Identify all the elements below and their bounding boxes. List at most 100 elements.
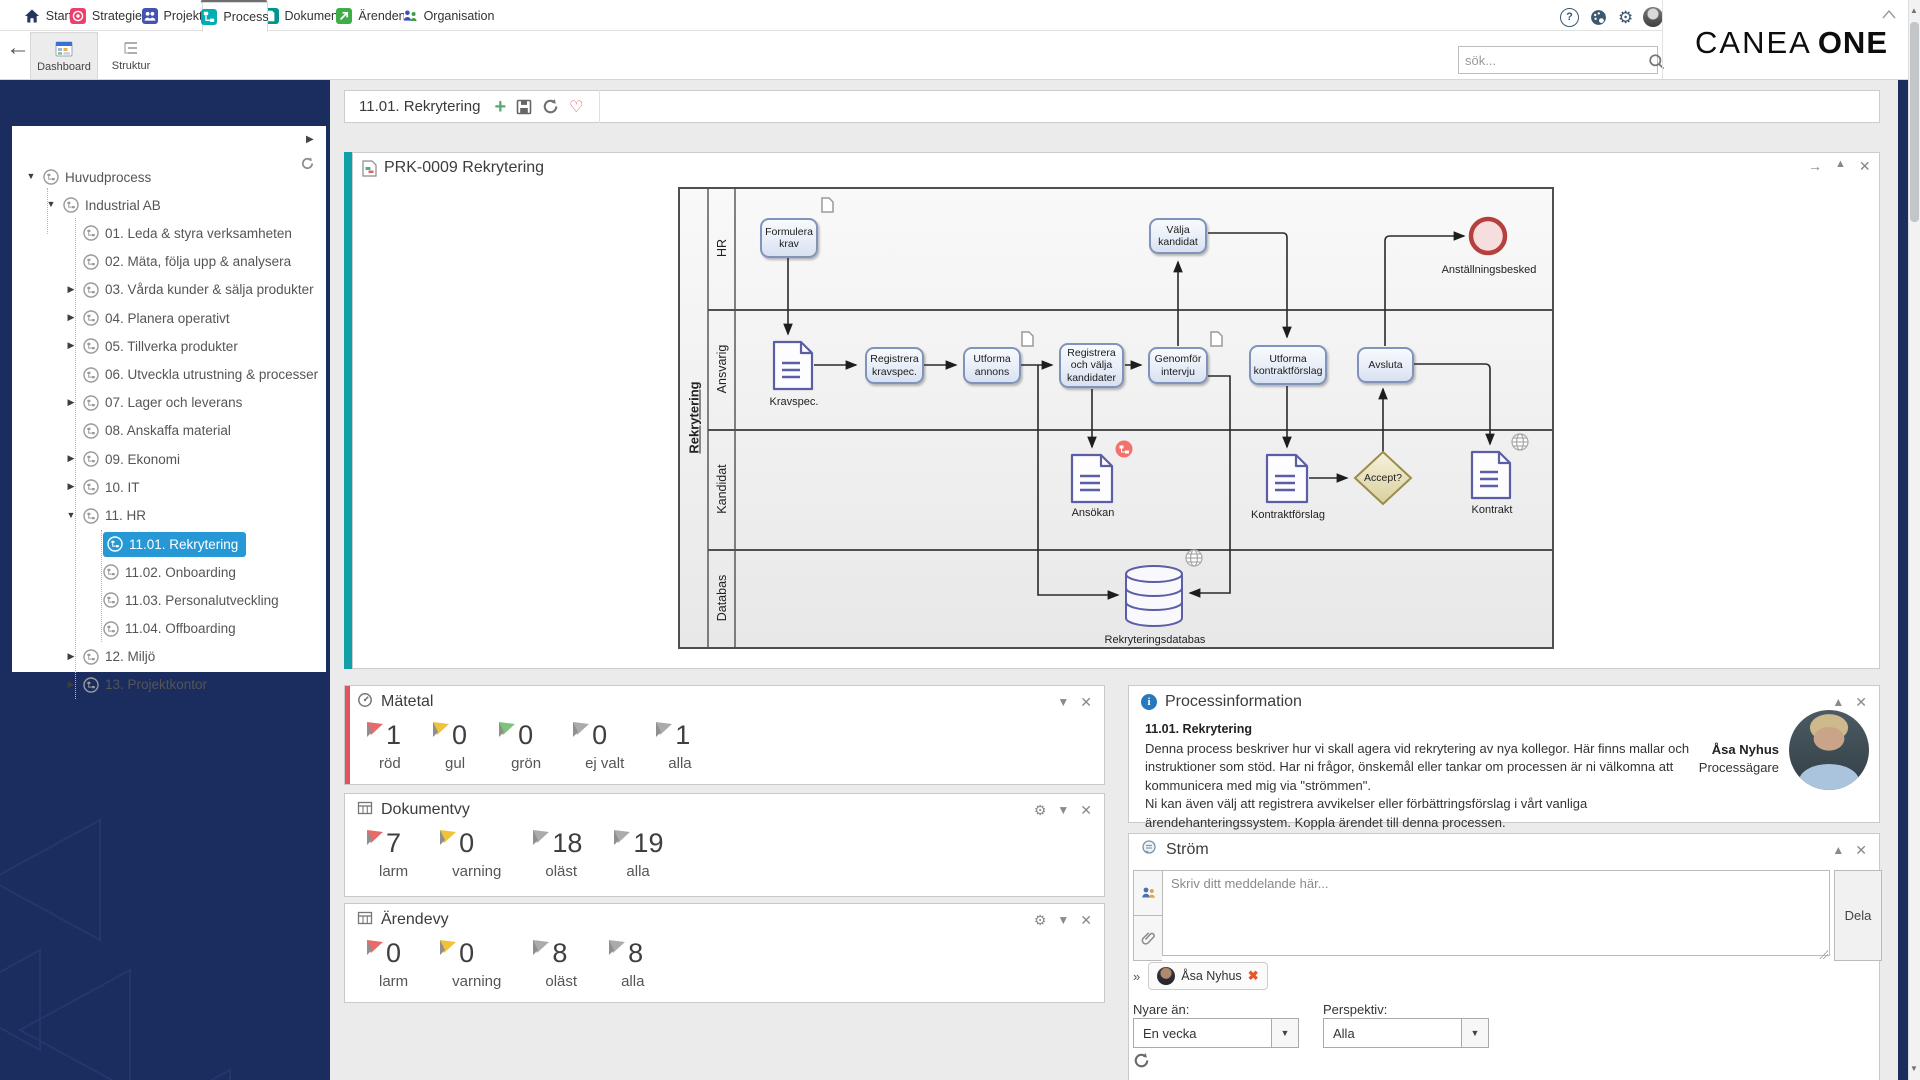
stat-alla[interactable]: 1alla: [654, 722, 691, 772]
collapse-panel-icon[interactable]: ▼: [1057, 913, 1069, 927]
tree-collapse-icon[interactable]: ▼: [65, 510, 77, 520]
tab-projekt[interactable]: Projekt: [142, 2, 202, 30]
perspective-dropdown[interactable]: Alla ▼: [1323, 1018, 1489, 1048]
tree-expand-icon[interactable]: ▶: [65, 679, 77, 690]
message-input[interactable]: [1162, 870, 1830, 956]
stat-oläst[interactable]: 8oläst: [531, 940, 577, 990]
close-panel-icon[interactable]: ✕: [1080, 802, 1092, 819]
tree-expand-icon[interactable]: ▶: [65, 312, 77, 323]
tab-process[interactable]: Process: [202, 2, 268, 32]
tree-item-07-lager-och-leverans[interactable]: 07. Lager och leverans: [83, 391, 242, 415]
bpmn-task-utforma-annons[interactable]: Utforma annons: [963, 347, 1021, 384]
tree-expand-icon[interactable]: ▶: [65, 340, 77, 351]
bpmn-task-utforma-kontraktforslag[interactable]: Utforma kontraktförslag: [1249, 345, 1327, 385]
bpmn-task-formulera-krav[interactable]: Formulera krav: [760, 218, 818, 258]
sub-tab-dashboard[interactable]: Dashboard: [30, 32, 98, 80]
stat-alla[interactable]: 19alla: [612, 830, 663, 880]
bpmn-task-valja-kandidat[interactable]: Välja kandidat: [1149, 218, 1207, 254]
collapse-panel-icon[interactable]: ▼: [1057, 695, 1069, 709]
search-input[interactable]: [1459, 53, 1647, 68]
tree-refresh-icon[interactable]: [300, 156, 315, 171]
tree-expand-icon[interactable]: ▶: [65, 651, 77, 662]
stat-larm[interactable]: 0larm: [365, 940, 408, 990]
scrollbar-up-icon[interactable]: ▲: [1908, 6, 1920, 15]
close-panel-icon[interactable]: ✕: [1080, 694, 1092, 711]
tree-item-11-02-onboarding[interactable]: 11.02. Onboarding: [103, 560, 236, 584]
stat-ej-valt[interactable]: 0ej valt: [571, 722, 624, 772]
collapse-panel-icon[interactable]: ▲: [1832, 843, 1844, 857]
theme-palette-icon[interactable]: [1589, 8, 1608, 27]
settings-gear-icon[interactable]: ⚙: [1618, 8, 1633, 27]
attachment-paperclip-icon[interactable]: [1134, 915, 1162, 960]
bpmn-task-avsluta[interactable]: Avsluta: [1357, 347, 1414, 383]
tree-collapse-icon[interactable]: ▼: [45, 199, 57, 209]
stat-gul[interactable]: 0gul: [431, 722, 467, 772]
add-recipient-icon[interactable]: [1134, 871, 1162, 915]
bpmn-diagram[interactable]: [352, 152, 1880, 669]
stat-varning[interactable]: 0varning: [438, 830, 501, 880]
recipient-chip[interactable]: Åsa Nyhus ✖: [1148, 962, 1267, 990]
add-icon[interactable]: +: [494, 98, 506, 116]
tree-item-11-hr[interactable]: 11. HR: [83, 504, 146, 528]
help-icon[interactable]: ?: [1560, 8, 1579, 27]
tree-item-10-it[interactable]: 10. IT: [83, 475, 140, 499]
newer-than-dropdown[interactable]: En vecka ▼: [1133, 1018, 1299, 1048]
search-icon[interactable]: [1647, 52, 1663, 68]
tab-strategier[interactable]: Strategier: [74, 2, 142, 30]
tab-start[interactable]: Start: [22, 2, 74, 30]
tree-item-13-projektkontor[interactable]: 13. Projektkontor: [83, 673, 207, 697]
stat-grön[interactable]: 0grön: [497, 722, 541, 772]
tree-item-12-miljö[interactable]: 12. Miljö: [83, 645, 155, 669]
tree-item-03-vårda-kunder-sälja-produkter[interactable]: 03. Vårda kunder & sälja produkter: [83, 278, 314, 302]
tree-expand-icon[interactable]: ▶: [65, 284, 77, 295]
collapse-panel-icon[interactable]: ▼: [1057, 803, 1069, 817]
bpmn-task-genomfor-intervju[interactable]: Genomför intervju: [1148, 347, 1208, 384]
tree-item-08-anskaffa-material[interactable]: 08. Anskaffa material: [83, 419, 231, 443]
tree-item-06-utveckla-utrustning-processer[interactable]: 06. Utveckla utrustning & processer: [83, 363, 318, 387]
tree-item-industrial-ab[interactable]: Industrial AB: [63, 193, 161, 217]
tree-item-11-04-offboarding[interactable]: 11.04. Offboarding: [103, 617, 236, 641]
tree-item-02-mäta-följa-upp-analysera[interactable]: 02. Mäta, följa upp & analysera: [83, 250, 291, 274]
resize-grip[interactable]: [1819, 950, 1828, 959]
scrollbar-thumb[interactable]: [1910, 22, 1919, 222]
remove-recipient-icon[interactable]: ✖: [1248, 968, 1259, 984]
sub-tab-struktur[interactable]: Struktur: [100, 32, 162, 78]
close-panel-icon[interactable]: ✕: [1855, 694, 1867, 711]
owner-avatar[interactable]: [1789, 710, 1869, 790]
scrollbar-down-icon[interactable]: ▼: [1908, 1064, 1920, 1073]
back-arrow-button[interactable]: ←: [6, 36, 30, 60]
collapse-chevron-icon[interactable]: [1882, 6, 1896, 24]
tree-collapse-arrow-icon[interactable]: ▶: [306, 134, 314, 145]
stat-alla[interactable]: 8alla: [607, 940, 644, 990]
stat-varning[interactable]: 0varning: [438, 940, 501, 990]
tree-expand-icon[interactable]: ▶: [65, 481, 77, 492]
panel-settings-gear-icon[interactable]: ⚙: [1034, 802, 1047, 819]
tree-item-11-01-rekrytering[interactable]: 11.01. Rekrytering: [103, 532, 246, 557]
stat-röd[interactable]: 1röd: [365, 722, 401, 772]
collapse-panel-icon[interactable]: ▲: [1832, 695, 1844, 709]
bpmn-task-registrera-kravspec[interactable]: Registrera kravspec.: [865, 347, 924, 384]
process-link-badge[interactable]: [1116, 441, 1133, 458]
share-button[interactable]: Dela: [1834, 870, 1882, 961]
tree-item-04-planera-operativt[interactable]: 04. Planera operativt: [83, 306, 230, 330]
tree-item-09-ekonomi[interactable]: 09. Ekonomi: [83, 447, 180, 471]
tree-item-huvudprocess[interactable]: Huvudprocess: [43, 165, 151, 189]
panel-settings-gear-icon[interactable]: ⚙: [1034, 912, 1047, 929]
tab--renden[interactable]: Ärenden: [338, 2, 404, 30]
close-panel-icon[interactable]: ✕: [1080, 912, 1092, 929]
tree-expand-icon[interactable]: ▶: [65, 397, 77, 408]
tab-dokument[interactable]: Dokument: [266, 2, 338, 30]
end-event[interactable]: [1471, 219, 1505, 253]
close-panel-icon[interactable]: ✕: [1855, 842, 1867, 859]
bpmn-task-registrera-valja-kandidater[interactable]: Registrera och välja kandidater: [1059, 343, 1124, 388]
save-icon[interactable]: [516, 99, 532, 115]
tree-item-05-tillverka-produkter[interactable]: 05. Tillverka produkter: [83, 334, 238, 358]
tree-collapse-icon[interactable]: ▼: [25, 171, 37, 181]
tree-expand-icon[interactable]: ▶: [65, 453, 77, 464]
favorite-heart-icon[interactable]: ♡: [569, 97, 583, 117]
stream-refresh-icon[interactable]: [1133, 1052, 1150, 1069]
refresh-icon[interactable]: [542, 98, 559, 115]
stat-larm[interactable]: 7larm: [365, 830, 408, 880]
tree-item-01-leda-styra-verksamheten[interactable]: 01. Leda & styra verksamheten: [83, 221, 292, 245]
tree-item-11-03-personalutveckling[interactable]: 11.03. Personalutveckling: [103, 588, 279, 612]
